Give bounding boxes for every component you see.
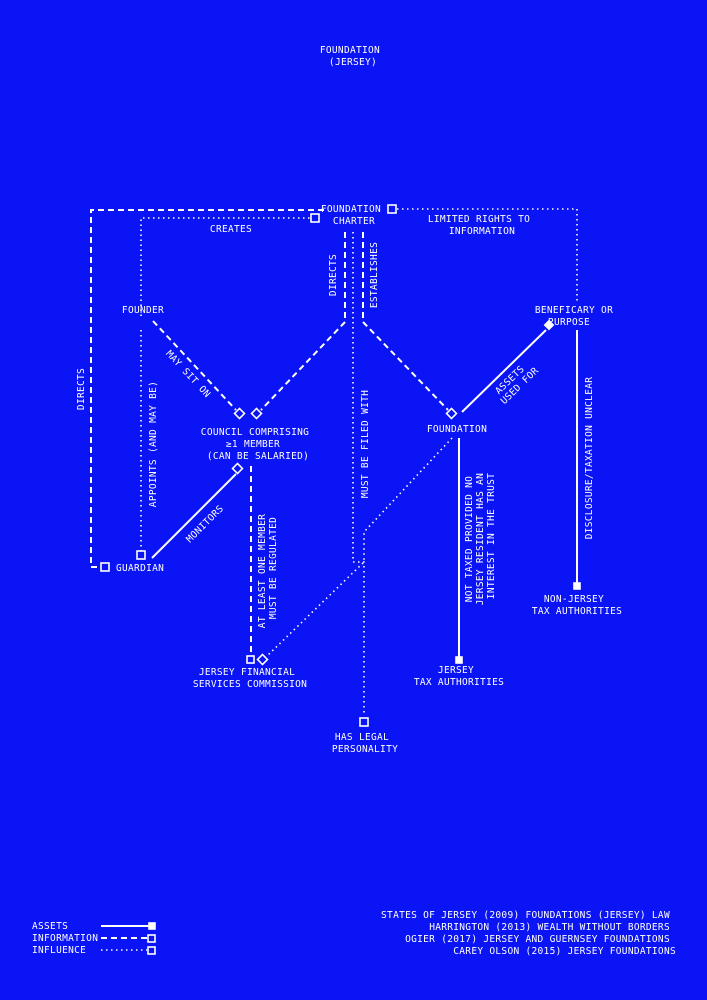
node-founder: FOUNDER xyxy=(122,305,164,316)
sources: STATES OF JERSEY (2009) FOUNDATIONS (JER… xyxy=(381,910,676,957)
jfsc-marker-square xyxy=(246,655,255,664)
node-charter: FOUNDATION CHARTER xyxy=(321,204,387,227)
legend-influence-marker xyxy=(147,946,156,955)
legend: ASSETS INFORMATION INFLUENCE xyxy=(32,921,156,956)
jfsc-marker-diamond xyxy=(256,653,269,666)
label-creates: CREATES xyxy=(210,224,252,235)
legal-personality-marker xyxy=(359,717,369,727)
node-jersey-tax: JERSEY TAX AUTHORITIES xyxy=(414,665,504,688)
node-beneficiary: BENEFICARY OR PURPOSE xyxy=(535,305,619,328)
label-not-taxed: NOT TAXED PROVIDED NO JERSEY RESIDENT HA… xyxy=(464,467,497,605)
guardian-marker xyxy=(100,562,110,572)
edge-directs-council xyxy=(260,232,346,411)
edge-directs-guardian xyxy=(90,209,324,568)
edge-may-sit-on xyxy=(152,320,237,411)
label-must-be-filed-with: MUST BE FILED WITH xyxy=(360,390,371,498)
label-limited-rights: LIMITED RIGHTS TO INFORMATION xyxy=(428,214,536,237)
label-directs-left: DIRECTS xyxy=(76,368,87,410)
edge-limited-rights xyxy=(397,208,578,304)
edge-assets-used-for xyxy=(461,329,547,413)
node-legal-personality: HAS LEGAL PERSONALITY xyxy=(332,732,398,755)
label-monitors: MONITORS xyxy=(184,503,226,545)
foundation-marker xyxy=(445,407,458,420)
legend-information-marker xyxy=(147,934,156,943)
legend-influence-label: INFLUENCE xyxy=(32,945,86,956)
page-title: FOUNDATION (JERSEY) xyxy=(320,45,386,68)
charter-info-marker xyxy=(387,204,397,214)
legend-assets-marker xyxy=(148,922,156,930)
node-council: COUNCIL COMPRISING ≥1 MEMBER (CAN BE SAL… xyxy=(201,427,315,462)
label-regulated: AT LEAST ONE MEMBER MUST BE REGULATED xyxy=(257,508,279,628)
edge-establishes xyxy=(362,232,449,411)
label-assets-used-for: ASSETS USED FOR xyxy=(491,358,541,407)
non-jersey-tax-marker xyxy=(573,582,581,590)
label-may-sit-on: MAY SIT ON xyxy=(163,349,212,401)
label-disclosure: DISCLOSURE/TAXATION UNCLEAR xyxy=(584,377,595,540)
node-guardian: GUARDIAN xyxy=(116,563,164,574)
beneficiary-marker xyxy=(543,319,555,331)
node-jfsc: JERSEY FINANCIAL SERVICES COMMISSION xyxy=(193,667,307,690)
legend-information-label: INFORMATION xyxy=(32,933,98,944)
guardian-appoints-marker xyxy=(136,550,146,560)
charter-creates-marker xyxy=(310,213,320,223)
jersey-tax-marker xyxy=(455,656,463,664)
edge-must-be-filed-with xyxy=(352,232,365,716)
label-establishes: ESTABLISHES xyxy=(369,242,380,308)
node-foundation: FOUNDATION xyxy=(427,424,487,435)
council-monitor-marker xyxy=(231,462,244,475)
edge-foundation-jfsc xyxy=(266,437,453,657)
council-marker-left xyxy=(233,407,246,420)
edge-monitors xyxy=(151,473,237,559)
edge-creates xyxy=(140,217,310,316)
label-appoints: APPOINTS (AND MAY BE) xyxy=(148,381,159,507)
node-non-jersey-tax: NON-JERSEY TAX AUTHORITIES xyxy=(532,594,622,617)
legend-assets-label: ASSETS xyxy=(32,921,68,932)
label-directs-mid: DIRECTS xyxy=(328,254,339,296)
council-marker-right xyxy=(250,407,263,420)
